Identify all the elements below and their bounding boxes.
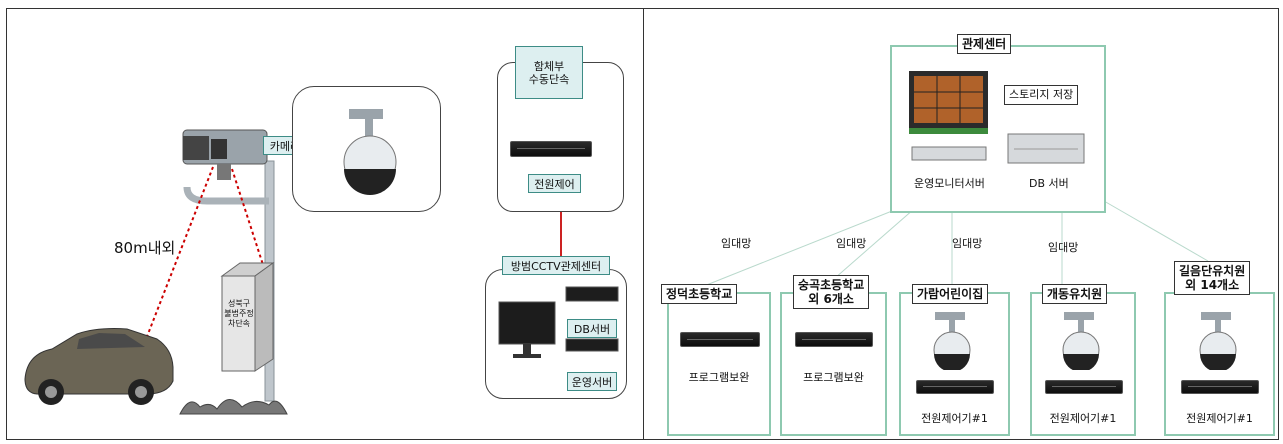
site-label: 프로그램보완 bbox=[688, 371, 750, 384]
ptz-camera-icon bbox=[1199, 312, 1237, 370]
control-center-graphics bbox=[909, 71, 1085, 164]
ptz-camera-icon bbox=[343, 109, 397, 195]
cabinet-label-line: 차단속 bbox=[227, 319, 251, 328]
site-title-line: 개동유치원 bbox=[1047, 287, 1103, 301]
controller-device bbox=[916, 380, 994, 394]
control-cabinet-icon bbox=[220, 262, 275, 372]
enclosure-label-line: 함체부 bbox=[533, 59, 565, 73]
network-label: 임대망 bbox=[836, 237, 867, 250]
db-server-label: DB 서버 bbox=[1029, 177, 1069, 190]
site-title-line: 외 14개소 bbox=[1185, 278, 1240, 292]
site-label: 전원제어기#1 bbox=[1049, 412, 1117, 425]
site-title-line: 외 6개소 bbox=[808, 292, 854, 306]
cabinet-label: 성북구 불법주정 차단속 bbox=[224, 299, 254, 329]
site-box: 전원제어기#1 bbox=[1030, 292, 1136, 436]
controller-device bbox=[1045, 380, 1123, 394]
ops-server-label: 운영서버 bbox=[567, 372, 617, 391]
pole-arm bbox=[183, 186, 269, 205]
site-title-line: 정덕초등학교 bbox=[666, 287, 733, 301]
ground-mound bbox=[179, 399, 288, 415]
site-box: 전원제어기#1 bbox=[1164, 292, 1275, 436]
video-wall-icon bbox=[909, 71, 988, 134]
site-label: 프로그램보완 bbox=[803, 371, 864, 384]
site-title-line: 길음단유치원 bbox=[1179, 264, 1246, 278]
control-center-title: 관제센터 bbox=[957, 34, 1012, 54]
network-label: 임대망 bbox=[1048, 241, 1079, 254]
distance-label: 80m내외 bbox=[114, 239, 176, 257]
db-server-icon bbox=[1007, 133, 1085, 164]
control-center-label: 방범CCTV관제센터 bbox=[502, 256, 610, 275]
power-control-label: 전원제어 bbox=[528, 174, 581, 193]
site-box: 프로그램보완 bbox=[780, 292, 887, 436]
controller-device bbox=[680, 332, 760, 347]
left-panel: 80m내외 카메라부 성북구 불법주정 차단속 함체부 수동단속 전원제어 방범… bbox=[6, 8, 645, 440]
left-diagram-graphics bbox=[24, 129, 562, 415]
ops-monitor-server-label: 운영모니터서버 bbox=[914, 177, 985, 190]
right-panel: 관제센터 스토리지 저장 운영모니터서버 DB 서버 임대망 임대망 임대망 임… bbox=[643, 8, 1279, 440]
site-box: 전원제어기#1 bbox=[899, 292, 1010, 436]
controller-device bbox=[1181, 380, 1259, 394]
site-title: 가람어린이집 bbox=[912, 284, 989, 304]
storage-label: 스토리지 저장 bbox=[1004, 85, 1079, 105]
ptz-camera-callout bbox=[292, 86, 441, 212]
power-controller-device bbox=[510, 141, 592, 157]
enclosure-label-line: 수동단속 bbox=[528, 72, 570, 86]
site-box: 프로그램보완 bbox=[667, 292, 771, 436]
site-title: 숭곡초등학교 외 6개소 bbox=[793, 275, 870, 309]
site-title-line: 가람어린이집 bbox=[917, 287, 984, 301]
ptz-camera-icon bbox=[933, 312, 971, 370]
controller-device bbox=[795, 332, 873, 347]
site-title: 개동유치원 bbox=[1042, 284, 1108, 304]
box-camera-icon bbox=[182, 129, 268, 180]
site-title: 정덕초등학교 bbox=[661, 284, 738, 304]
site-title-line: 숭곡초등학교 bbox=[798, 278, 865, 292]
car-icon bbox=[24, 328, 174, 405]
network-label: 임대망 bbox=[721, 237, 752, 250]
ops-server-icon bbox=[911, 146, 987, 161]
ptz-camera-icon bbox=[1062, 312, 1100, 370]
cabinet-label-line: 불법주정 bbox=[224, 309, 254, 318]
site-title: 길음단유치원 외 14개소 bbox=[1174, 261, 1251, 295]
cabinet-label-line: 성북구 bbox=[227, 299, 251, 308]
site-label: 전원제어기#1 bbox=[1186, 412, 1253, 425]
server-rack-icon bbox=[565, 286, 619, 352]
control-center-equipment bbox=[498, 286, 619, 358]
monitor-icon bbox=[498, 301, 556, 358]
network-label: 임대망 bbox=[952, 237, 983, 250]
site-label: 전원제어기#1 bbox=[921, 412, 988, 425]
enclosure-label: 함체부 수동단속 bbox=[515, 46, 583, 99]
db-server-label: DB서버 bbox=[567, 319, 617, 338]
